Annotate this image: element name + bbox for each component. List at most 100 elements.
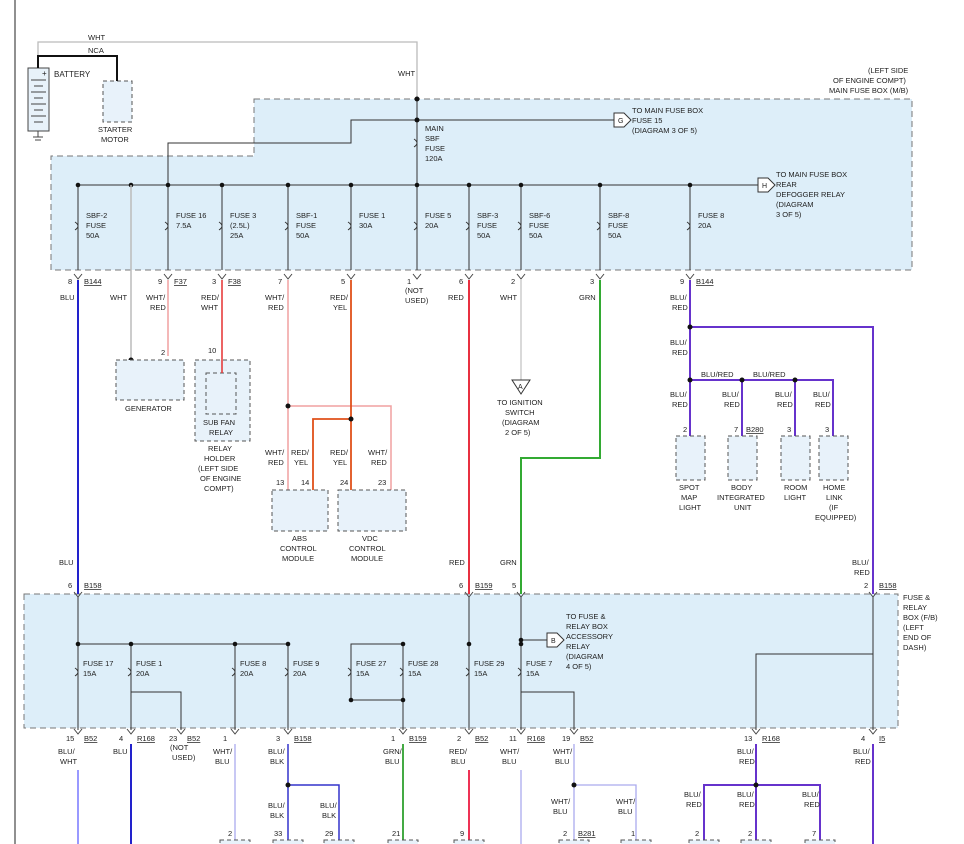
ign-label-4: 2 OF 5) (505, 428, 531, 437)
low-conn-7: R168 (527, 734, 545, 743)
ign-label-3: (DIAGRAM (502, 418, 540, 427)
fuse-symbol-3 (284, 221, 289, 231)
vdc-pin-1: 24 (340, 478, 348, 487)
fuse-symbol-0 (74, 221, 79, 231)
wl-red-yel-2: YEL (333, 303, 347, 312)
conn-h-label-3: DEFOGGER RELAY (776, 190, 845, 199)
low-fuse-symbol-3 (284, 667, 289, 677)
low-wl-a-8: WHT/ (553, 747, 573, 756)
fuse-connector-1 (163, 273, 173, 280)
fr-label-5: END OF (903, 633, 932, 642)
low-fuse-label-a-2: FUSE 8 (240, 659, 266, 668)
fuse-pin-5: 1 (407, 277, 411, 286)
conn-h-label-4: (DIAGRAM (776, 200, 814, 209)
low-connector-1 (126, 728, 136, 735)
blu-red-wire-branch (690, 379, 834, 436)
fr-label-6: DASH) (903, 643, 927, 652)
fuse-symbol-8 (596, 221, 601, 231)
low-pin-5: 1 (391, 734, 395, 743)
fuse-symbol-6 (465, 221, 470, 231)
low-connector-10 (868, 728, 878, 735)
abs-w2-2: YEL (294, 458, 308, 467)
lt-pin-2: 6 (459, 581, 463, 590)
bot-wl-b-2: BLU (553, 807, 568, 816)
wl-red-wht-1: RED/ (201, 293, 220, 302)
fuse-pin-6: 6 (459, 277, 463, 286)
bot-wl-a-1: BLU/ (320, 801, 338, 810)
low-dot-b (518, 637, 524, 643)
low-wl-b-5: BLU (385, 757, 400, 766)
low-pin-1: 4 (119, 734, 123, 743)
bot-component-1 (272, 839, 304, 844)
starter-label-1: STARTER (98, 125, 133, 134)
br-small-a-3: BLU/ (813, 390, 831, 399)
relay-holder-label-3: (LEFT SIDE (198, 464, 238, 473)
bot-component-0 (219, 839, 251, 844)
wl-wht-2: WHT (500, 293, 517, 302)
fuse-symbol-1 (164, 221, 169, 231)
wl-blu-red-2: RED (672, 303, 688, 312)
fuse-connector-3 (283, 273, 293, 280)
lt-w-blu: BLU (59, 558, 74, 567)
spot-label-1: SPOT (679, 483, 700, 492)
low-wl-a-3: WHT/ (213, 747, 233, 756)
main-sbf-label-2: SBF (425, 134, 440, 143)
sub-fan-label-2: RELAY (209, 428, 233, 437)
fuse-relay-box-outline (23, 593, 899, 729)
room-label-2: LIGHT (784, 493, 807, 502)
bot-wl-b-4: RED (686, 800, 702, 809)
vdc-w2-1: WHT/ (368, 448, 388, 457)
fuse-label-a-8: SBF-8 (608, 211, 629, 220)
fuse-pin-0: 8 (68, 277, 72, 286)
conn-a-triangle (511, 379, 531, 395)
low-fuse-label-a-7: FUSE 7 (526, 659, 552, 668)
low-wl-a-9: BLU/ (737, 747, 755, 756)
low-fuse-label-b-2: 20A (240, 669, 253, 678)
fuse-label-b-1: 7.5A (176, 221, 191, 230)
bot-pin-3: 21 (392, 829, 400, 838)
wl-wht-red2-2: RED (268, 303, 284, 312)
low-fuse-dot-1 (128, 641, 134, 647)
fuse-pin-9: 9 (680, 277, 684, 286)
body-label-3: UNIT (734, 503, 752, 512)
low-wl-a-4: BLU/ (268, 747, 286, 756)
conn-g-letter: G (618, 118, 623, 125)
ign-label-1: TO IGNITION (497, 398, 543, 407)
low-conn-10: I5 (879, 734, 885, 743)
low-fuse-label-b-5: 15A (408, 669, 421, 678)
low-wl-b-9: RED (739, 757, 755, 766)
low-connector-5 (398, 728, 408, 735)
bot-wl-a-6: BLU/ (802, 790, 820, 799)
low-wl-a-0: BLU/ (58, 747, 76, 756)
conn-g-label-2: FUSE 15 (632, 116, 662, 125)
battery-plus: + (42, 69, 47, 78)
fuse-bus-dot-2 (219, 182, 225, 188)
fuse-label-c-3: 50A (296, 231, 309, 240)
low-fuse-label-b-1: 20A (136, 669, 149, 678)
low-connector-7 (516, 728, 526, 735)
lower-box-wiring (77, 597, 874, 730)
nca-wire-starter (37, 55, 118, 81)
br-small-b-2: RED (777, 400, 793, 409)
ign-label-2: SWITCH (505, 408, 535, 417)
low-fuse-label-b-0: 15A (83, 669, 96, 678)
blu-red-wire-bottom (703, 744, 757, 844)
low-wl-a-2: (NOT (170, 743, 189, 752)
bot-component-3 (387, 839, 419, 844)
body-pin: 7 (734, 425, 738, 434)
lt-conn-2: B159 (475, 581, 493, 590)
lt-conn-4: B158 (879, 581, 897, 590)
low-pin-7: 11 (509, 734, 517, 743)
fuse-pin-1: 9 (158, 277, 162, 286)
low-fuse-symbol-7 (517, 667, 522, 677)
abs-pin-2: 14 (301, 478, 309, 487)
vdc-w2-2: RED (371, 458, 387, 467)
wl-not-used-2: USED) (405, 296, 429, 305)
homelink-label-4: EQUIPPED) (815, 513, 857, 522)
fuse-symbol-2 (218, 221, 223, 231)
low-fuse-symbol-6 (465, 667, 470, 677)
abs-w1-2: RED (268, 458, 284, 467)
low-fuse-dot-7 (518, 641, 524, 647)
